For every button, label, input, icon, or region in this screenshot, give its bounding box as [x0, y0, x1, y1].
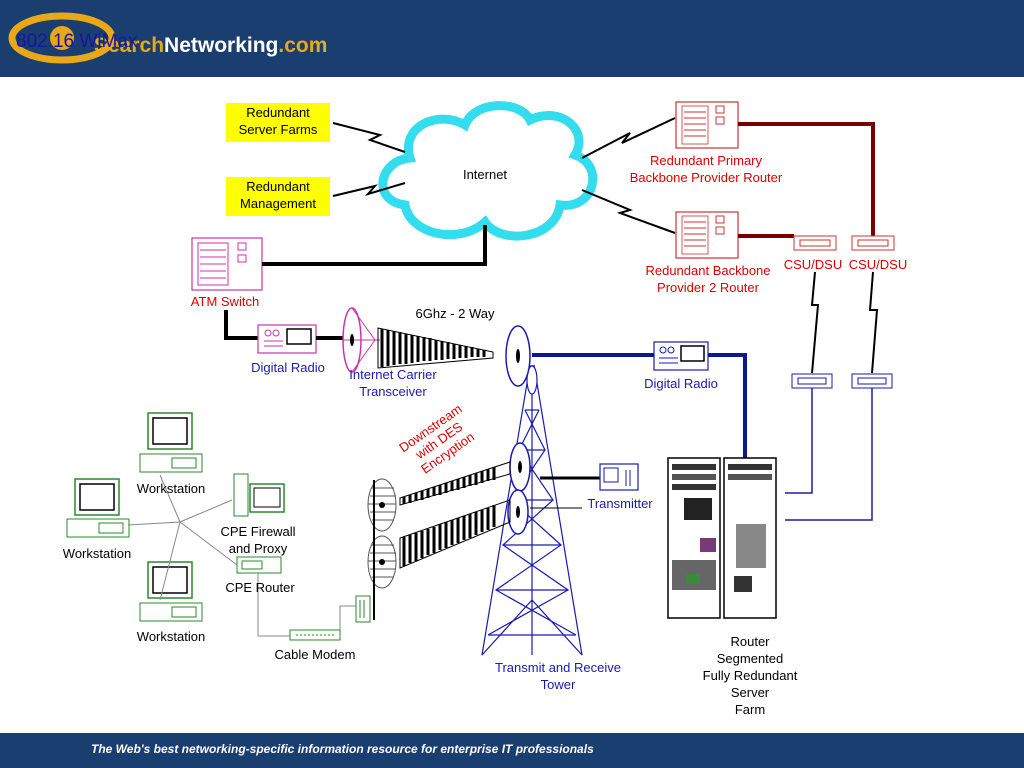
label-atm-switch: ATM Switch	[190, 294, 260, 309]
eye-logo-icon	[8, 12, 116, 64]
primary-router-icon	[675, 101, 739, 149]
backbone2-router-icon	[675, 211, 739, 259]
footer-tagline: The Web's best networking-specific infor…	[91, 742, 594, 756]
label-digital-radio-left: Digital Radio	[251, 360, 325, 375]
transmission-tower-icon	[481, 364, 583, 656]
footer-bar: The Web's best networking-specific infor…	[0, 733, 1024, 768]
slide-title: 802.16 WiMax	[16, 31, 138, 52]
link-radio-to-server-farm	[708, 353, 747, 458]
internet-cloud	[378, 101, 598, 241]
header-bar: SearchNetworking.com 802.16 WiMax	[0, 0, 1024, 77]
label-workstation-left: Workstation	[62, 546, 132, 561]
brand-logo: SearchNetworking.com	[94, 34, 328, 57]
workstation-left-icon	[66, 478, 130, 538]
tower-dish-low-icon	[507, 489, 529, 535]
label-workstation-top: Workstation	[136, 481, 206, 496]
link-cloud-to-atm	[262, 225, 487, 266]
lightning-link-management	[332, 182, 406, 197]
tower-dish-top-icon	[505, 325, 531, 387]
workstation-top-icon	[139, 412, 203, 473]
cpe-firewall-icon	[233, 473, 285, 517]
digital-radio-right-icon	[653, 341, 709, 371]
link-csu4-to-farm	[785, 388, 873, 521]
csu-dsu-2-icon	[851, 235, 895, 251]
csu-dsu-4-icon	[851, 373, 893, 389]
label-cable-modem: Cable Modem	[274, 647, 356, 662]
lightning-csu2-down	[868, 271, 879, 374]
lightning-link-server-farms	[332, 122, 406, 153]
lan-lines	[127, 474, 356, 637]
server-farm-racks-icon	[667, 457, 777, 619]
small-antenna-icon	[355, 595, 371, 623]
digital-radio-left-icon	[257, 324, 317, 354]
transceiver-dish-icon	[342, 307, 380, 373]
atm-switch-icon	[191, 237, 263, 291]
downstream-beam-upper	[399, 461, 511, 506]
transmitter-icon	[599, 463, 639, 491]
link-csu3-to-farm	[785, 388, 813, 494]
label-csu-dsu-1: CSU/DSU	[783, 257, 843, 272]
workstation-bottom-icon	[139, 561, 203, 622]
label-internet: Internet	[462, 167, 508, 182]
csu-dsu-1-icon	[793, 235, 837, 251]
lightning-link-primary-router	[581, 117, 676, 159]
lightning-link-backbone2-router	[581, 189, 676, 234]
cable-modem-icon	[289, 629, 341, 641]
label-transmitter: Transmitter	[587, 496, 653, 511]
csu-dsu-3-icon	[791, 373, 833, 389]
cpe-router-icon	[236, 556, 282, 574]
label-digital-radio-right: Digital Radio	[644, 376, 718, 391]
downstream-beam-lower	[399, 499, 511, 569]
label-cpe-router: CPE Router	[225, 580, 295, 595]
label-csu-dsu-2: CSU/DSU	[848, 257, 908, 272]
lightning-csu1-down	[810, 271, 820, 374]
tower-dish-mid-icon	[509, 442, 531, 492]
link-primary-to-csu2	[738, 122, 875, 236]
grid-antenna-upper-icon	[367, 478, 397, 532]
microwave-beam	[377, 327, 494, 369]
grid-antenna-lower-icon	[367, 535, 397, 589]
label-workstation-bottom: Workstation	[136, 629, 206, 644]
label-6ghz-link: 6Ghz - 2 Way	[415, 306, 495, 321]
link-atm-to-radio	[224, 310, 258, 340]
